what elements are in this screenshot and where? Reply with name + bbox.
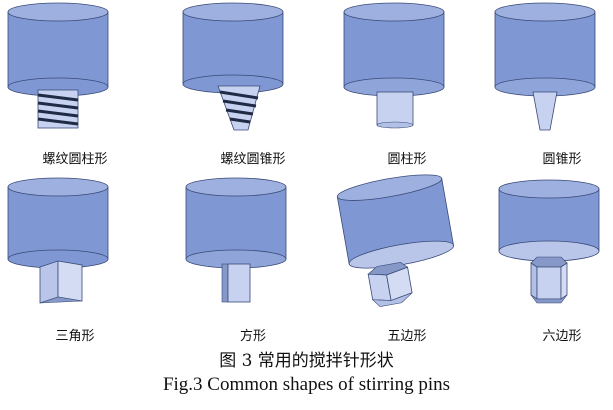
- panel-threaded-cylinder: 螺纹圆柱形: [0, 0, 150, 180]
- cylinder-pin-diagram: [343, 2, 445, 129]
- label-triangle: 三角形: [55, 329, 95, 344]
- panel-pentagon: 五边形: [332, 174, 482, 355]
- panel-triangle: 三角形: [0, 175, 150, 355]
- label-square: 方形: [239, 329, 266, 344]
- cone-pin-diagram: [494, 2, 596, 131]
- label-threaded-cylinder: 螺纹圆柱形: [42, 152, 108, 167]
- panel-cylinder: 圆柱形: [332, 0, 482, 180]
- panel-threaded-cone: 螺纹圆锥形: [178, 0, 328, 180]
- pentagon-pin-diagram: [336, 174, 454, 307]
- label-cylinder: 圆柱形: [387, 152, 427, 167]
- figure-caption-english: Fig.3 Common shapes of stirring pins: [162, 374, 451, 395]
- triangle-pin-diagram: [7, 177, 109, 304]
- label-hexagon: 六边形: [542, 329, 582, 344]
- label-threaded-cone: 螺纹圆锥形: [220, 152, 286, 167]
- label-pentagon: 五边形: [387, 329, 427, 344]
- panel-hexagon: 六边形: [487, 175, 613, 355]
- square-pin-diagram: [185, 177, 287, 303]
- threaded-cylinder-pin-diagram: [7, 2, 109, 129]
- panel-cone: 圆锥形: [487, 0, 613, 180]
- hexagon-pin-diagram: [498, 179, 600, 304]
- threaded-cone-pin-diagram: [182, 2, 284, 131]
- label-cone: 圆锥形: [542, 152, 582, 167]
- panel-square: 方形: [178, 175, 328, 355]
- figure-caption-chinese: 图 3 常用的搅拌针形状: [219, 351, 394, 371]
